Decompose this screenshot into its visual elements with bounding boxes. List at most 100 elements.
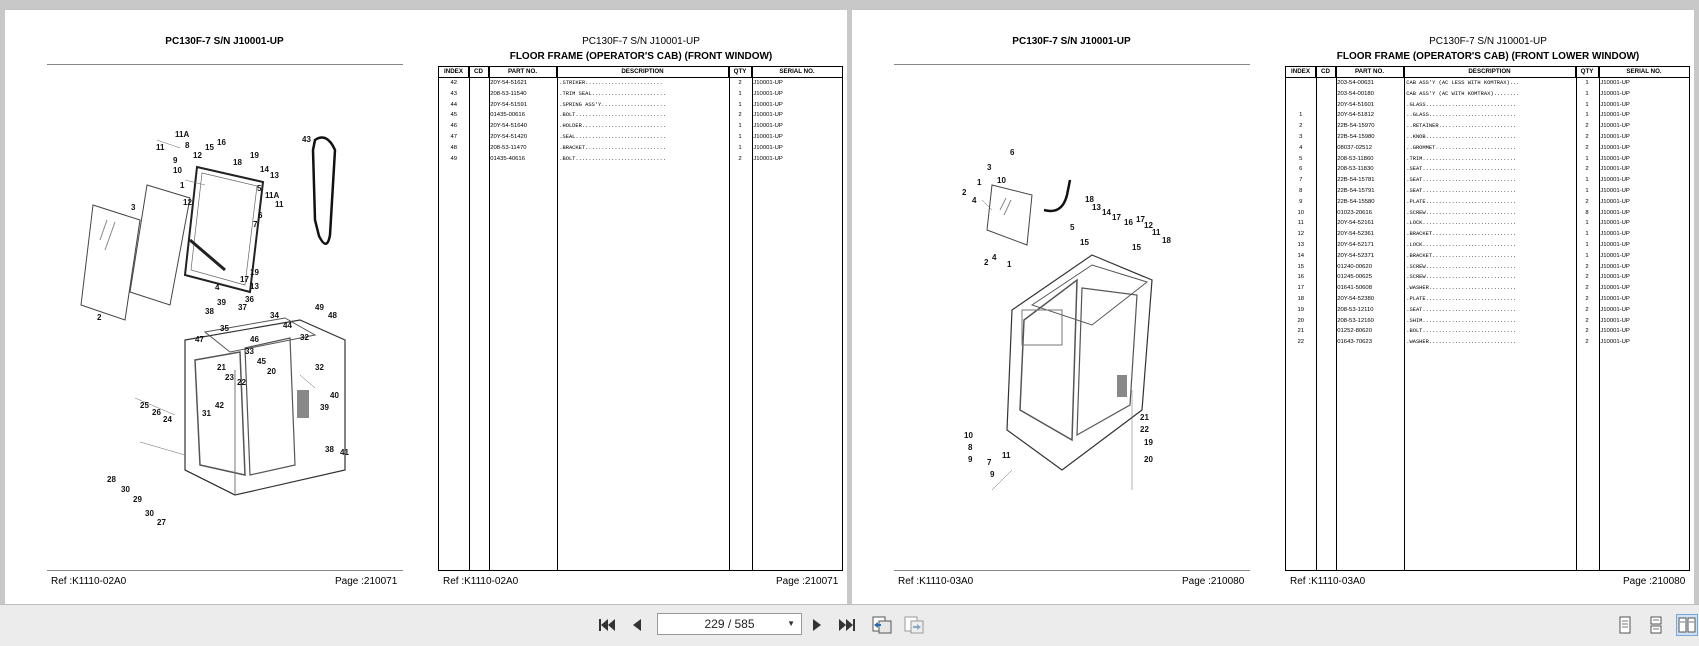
header-qty: QTY (729, 67, 752, 77)
row-serial-no: J10001-UP (1600, 263, 1630, 270)
row-serial-no: J10001-UP (1600, 328, 1630, 335)
row-qty: 1 (738, 90, 742, 97)
callout: 43 (302, 135, 311, 144)
row-qty: 1 (738, 101, 742, 108)
callout: 24 (163, 415, 172, 424)
row-serial-no: J10001-UP (1600, 155, 1630, 162)
list-title: PC130F-7 S/N J10001-UP (582, 36, 700, 47)
row-qty: 2 (738, 155, 742, 162)
row-cd (1316, 164, 1336, 175)
callout: 17 (1136, 215, 1145, 224)
callout: 12 (183, 198, 192, 207)
header-description: DESCRIPTION (557, 67, 729, 77)
callout: 49 (315, 303, 324, 312)
row-part-no: 22B-54-15580 (1337, 198, 1375, 205)
row-qty: 1 (738, 133, 742, 140)
callout: 20 (1144, 455, 1153, 464)
row-part-no: 20Y-54-52161 (1337, 220, 1375, 227)
row-cd (1316, 78, 1336, 89)
go-forward-view-button[interactable] (903, 615, 925, 635)
callout: 39 (320, 403, 329, 412)
row-serial-no: J10001-UP (1600, 123, 1630, 130)
row-index: 46 (450, 123, 458, 130)
row-description: CAB ASS'Y (AC WITH KOMTRAX)........ (1406, 90, 1520, 97)
row-qty: 1 (738, 123, 742, 130)
chevron-down-icon[interactable]: ▼ (787, 619, 795, 628)
row-cd (1316, 218, 1336, 229)
row-serial-no: J10001-UP (1600, 177, 1630, 184)
row-part-no: 01435-00616 (490, 112, 525, 119)
page-number-field[interactable]: 229 / 585 ▼ (657, 613, 802, 635)
row-description: .SEAT............................. (1406, 187, 1517, 194)
row-qty: 1 (1585, 101, 1589, 108)
row-description: .PLATE............................ (1406, 295, 1517, 302)
row-qty: 1 (1585, 252, 1589, 259)
header-index: INDEX (439, 67, 469, 77)
row-description: .BRACKET.......................... (1406, 252, 1517, 259)
callout: 4 (992, 253, 997, 262)
column-divider (1599, 67, 1600, 570)
row-index: 7 (1299, 177, 1303, 184)
row-part-no: 20Y-54-51591 (490, 101, 528, 108)
footer-page: Page :210080 (1182, 576, 1245, 587)
callout: 6 (1010, 148, 1015, 157)
two-page-view-button[interactable] (1676, 614, 1698, 636)
continuous-view-button[interactable] (1645, 614, 1667, 636)
drawing-cab-outline (1006, 254, 1153, 471)
row-cd (1316, 110, 1336, 121)
drawing-window-pane (129, 184, 191, 306)
row-serial-no: J10001-UP (1600, 285, 1630, 292)
row-index: 9 (1299, 198, 1303, 205)
previous-page-button[interactable] (626, 615, 648, 635)
row-description: .SEAT............................. (1406, 177, 1517, 184)
pdf-page-right: PC130F-7 S/N J10001-UP PC130F-7 S/N J100… (852, 10, 1694, 604)
row-index: 42 (450, 80, 458, 86)
row-qty: 1 (1585, 241, 1589, 248)
row-part-no: 20Y-54-51640 (490, 123, 528, 130)
row-cd (1316, 294, 1336, 305)
row-cd (1316, 240, 1336, 251)
viewer-toolbar: 229 / 585 ▼ (0, 604, 1699, 646)
last-page-button[interactable] (836, 615, 858, 635)
drawing-bottom-trim (189, 238, 226, 272)
callout: 16 (1124, 218, 1133, 227)
row-part-no: 208-53-12110 (1337, 306, 1374, 313)
callout: 36 (245, 295, 254, 304)
drawing-trim-seal (311, 136, 337, 245)
column-divider (1404, 67, 1405, 570)
triangle-left-icon (633, 619, 641, 631)
callout: 27 (157, 518, 166, 527)
column-divider (1336, 67, 1337, 570)
row-part-no: 22B-54-15980 (1337, 133, 1375, 140)
row-serial-no: J10001-UP (1600, 133, 1630, 140)
go-back-view-button[interactable] (871, 615, 893, 635)
row-qty: 2 (1585, 339, 1589, 346)
footer-ref: Ref :K1110-02A0 (51, 576, 127, 587)
row-description: .SHIM............................. (1406, 317, 1517, 324)
row-cd (1316, 132, 1336, 143)
column-divider (469, 67, 470, 570)
row-cd (469, 78, 489, 89)
row-qty: 8 (1585, 209, 1589, 216)
callout: 4 (972, 196, 977, 205)
footer-ref: Ref :K1110-02A0 (443, 576, 519, 587)
callout: 41 (340, 448, 349, 457)
first-page-button[interactable] (596, 615, 618, 635)
footer-page: Page :210080 (1623, 576, 1686, 587)
drawing-glass-reflection (104, 221, 116, 251)
next-page-button[interactable] (806, 615, 828, 635)
row-part-no: 01641-50608 (1337, 285, 1372, 292)
single-page-view-button[interactable] (1614, 614, 1636, 636)
callout: 25 (140, 401, 149, 410)
row-part-no: 20Y-54-51601 (1337, 101, 1375, 108)
callout: 10 (173, 166, 182, 175)
